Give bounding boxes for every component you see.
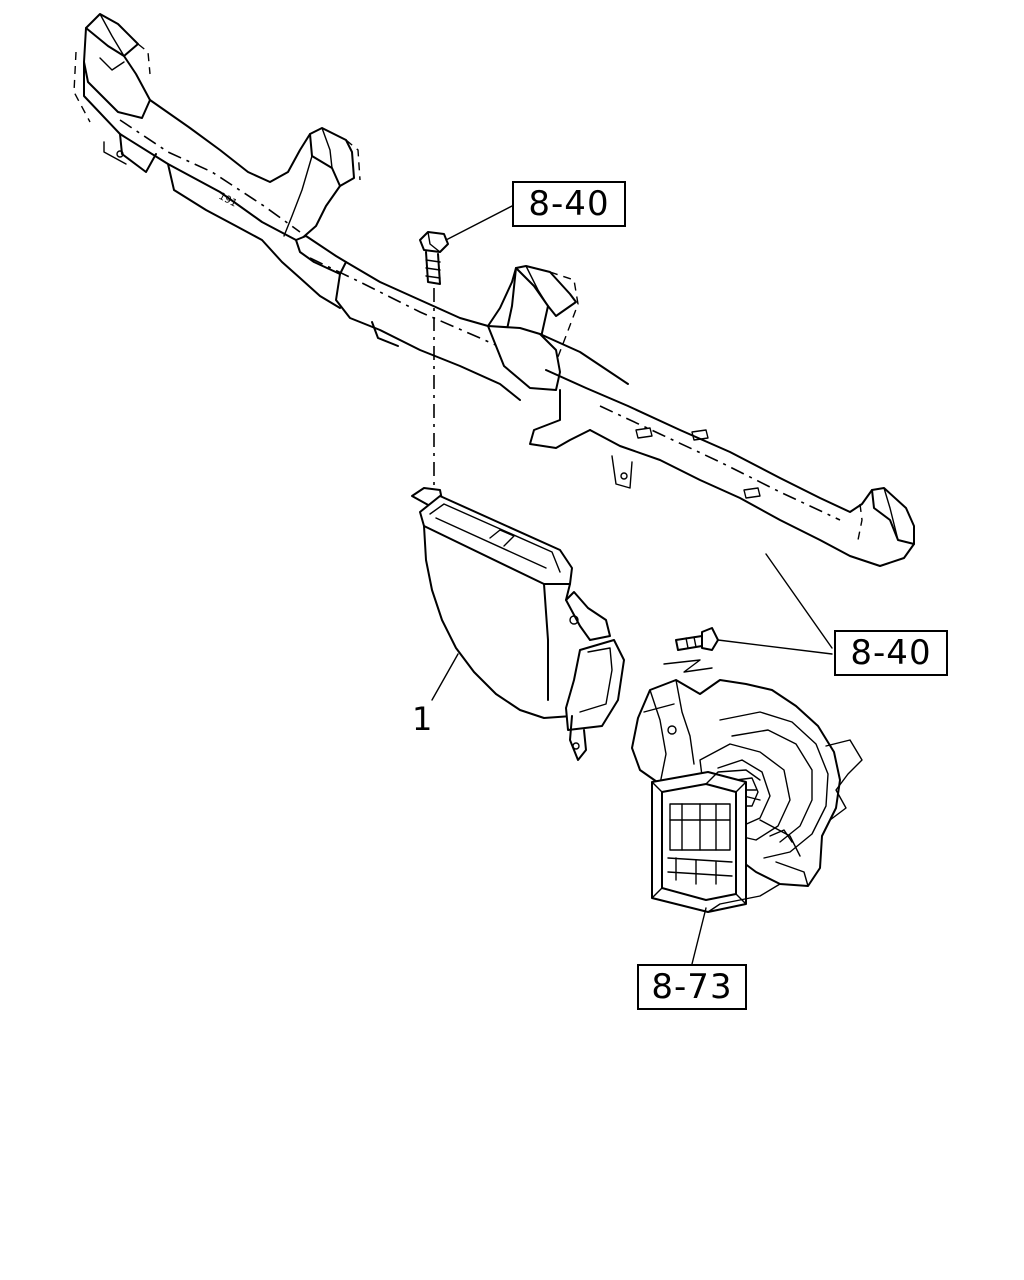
svg-text:191: 191	[217, 191, 239, 210]
part-1-duct-section	[411, 487, 625, 761]
leader-ref-top	[445, 205, 513, 241]
leader-ref-right-duct	[765, 553, 833, 649]
bolt-top	[419, 231, 449, 285]
dashboard-air-duct: 191	[73, 13, 915, 567]
leader-ref-right-bolt	[717, 639, 833, 655]
leader-ref-bottom	[691, 907, 707, 965]
bolt-right	[675, 627, 719, 651]
blower-unit	[631, 659, 863, 913]
callout-part-1: 1	[412, 700, 433, 738]
reference-box-8-40-right: 8-40	[834, 630, 948, 676]
reference-box-8-40-top: 8-40	[512, 181, 626, 227]
reference-box-8-73-bottom: 8-73	[637, 964, 747, 1010]
leader-part-1	[431, 653, 459, 701]
